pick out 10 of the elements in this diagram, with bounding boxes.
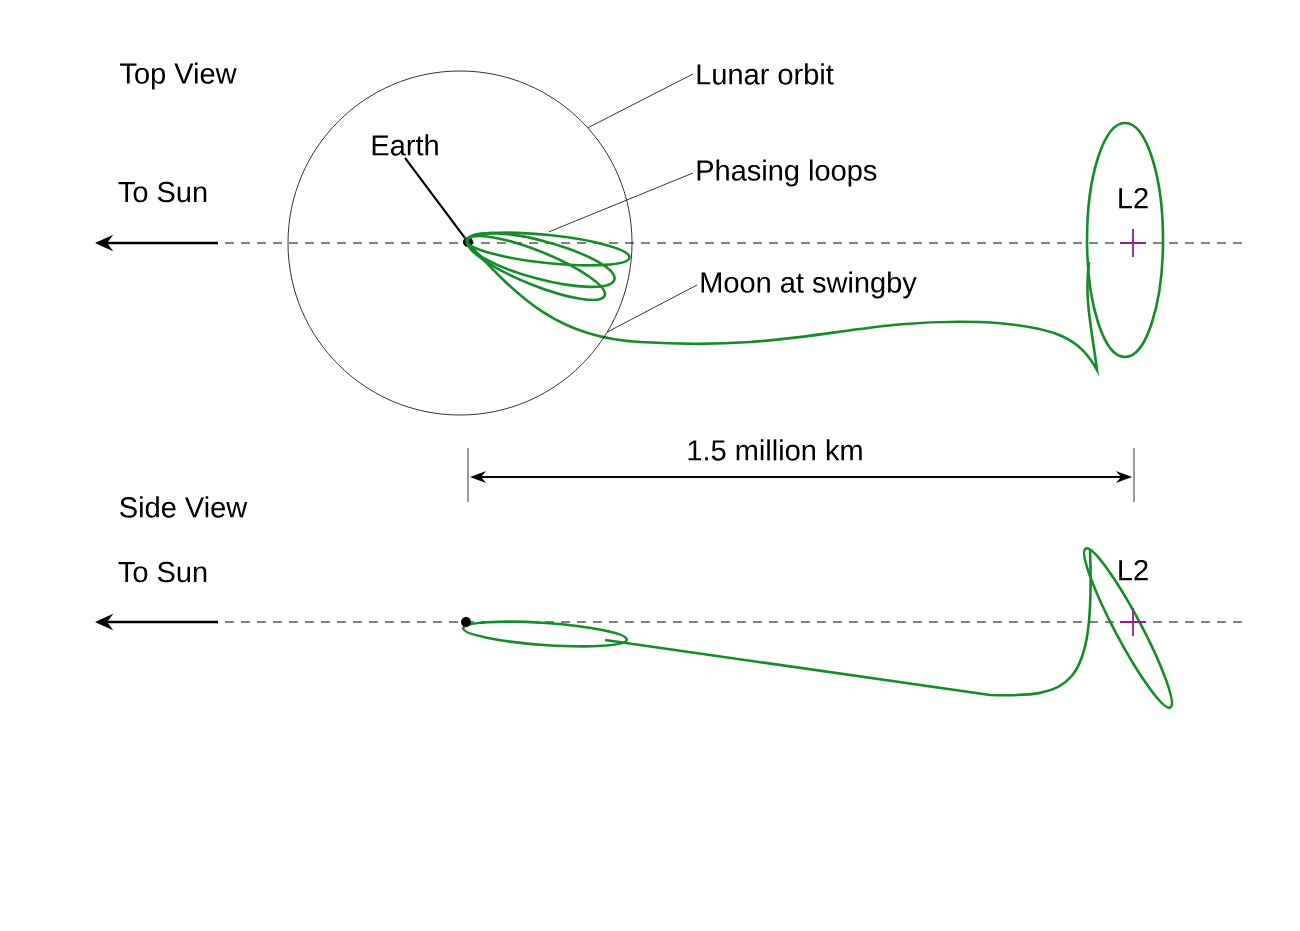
leader-text: Lunar orbit [697, 63, 834, 85]
point-label: L2 [1119, 559, 1148, 581]
leader-line [587, 73, 694, 129]
direction-label: To Sun [118, 181, 207, 203]
leader-text: Earth [372, 134, 438, 156]
dimension-label: 1.5 million km [688, 439, 862, 461]
direction-label: To Sun [118, 561, 207, 583]
leader-line [404, 157, 466, 239]
view-label: Top View [120, 62, 237, 90]
view-label: Side View [120, 496, 248, 518]
